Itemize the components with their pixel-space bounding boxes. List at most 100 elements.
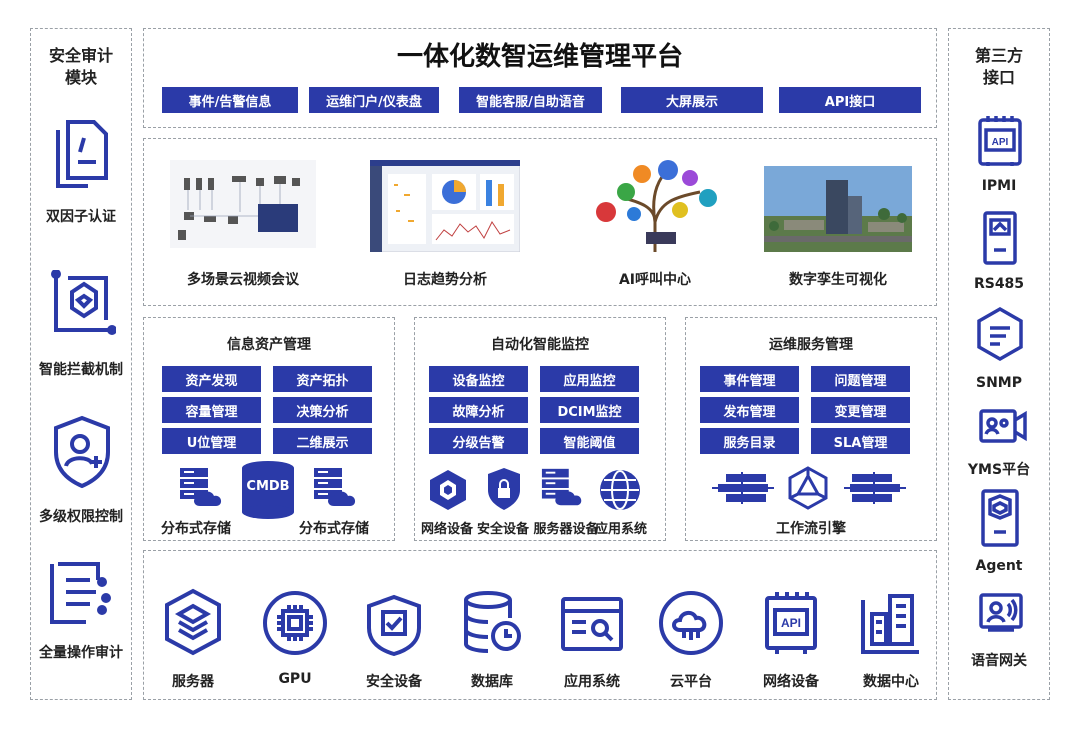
monitor-button-application[interactable]: 应用监控 — [540, 366, 639, 392]
third-party-title-line1: 第三方 — [974, 46, 1023, 65]
ops-service-title: 运维服务管理 — [769, 337, 853, 353]
gpu-chip-icon — [262, 590, 328, 656]
service-button-release[interactable]: 发布管理 — [700, 397, 799, 423]
service-button-event[interactable]: 事件管理 — [700, 366, 799, 392]
security-shield-icon — [366, 594, 422, 656]
agent-icon — [980, 488, 1020, 548]
service-button-catalog[interactable]: 服务目录 — [700, 428, 799, 454]
workflow-engine-label: 工作流引擎 — [776, 521, 846, 537]
cloud-platform-icon — [658, 590, 724, 656]
header-button-event-alarm[interactable]: 事件/告警信息 — [162, 87, 298, 113]
network-api-icon: API — [762, 590, 820, 656]
asset-button-u-position[interactable]: U位管理 — [162, 428, 261, 454]
left-item-intercept: 智能拦截机制 — [39, 362, 123, 378]
asset-storage-label-1: 分布式存储 — [161, 521, 231, 537]
infra-label-application: 应用系统 — [564, 674, 620, 690]
infra-label-gpu: GPU — [278, 671, 312, 687]
header-button-portal-dashboard[interactable]: 运维门户/仪表盘 — [309, 87, 439, 113]
auto-monitoring-panel — [414, 317, 666, 541]
application-system-globe-icon — [598, 468, 642, 512]
log-trend-analysis-image — [369, 159, 521, 253]
monitor-button-dcim[interactable]: DCIM监控 — [540, 397, 639, 423]
showcase-label-log-trend: 日志趋势分析 — [403, 272, 487, 288]
yms-platform-icon — [978, 408, 1028, 444]
workflow-hexagon-icon — [788, 466, 828, 510]
server-device-icon — [540, 466, 586, 510]
cmdb-label: CMDB — [246, 479, 290, 494]
security-device-icon — [486, 466, 522, 512]
header-button-smart-service[interactable]: 智能客服/自助语音 — [459, 87, 602, 113]
right-item-agent: Agent — [975, 558, 1023, 574]
left-item-permission: 多级权限控制 — [39, 509, 123, 525]
application-window-search-icon — [560, 596, 624, 652]
infra-label-cloud: 云平台 — [670, 674, 712, 690]
asset-button-capacity[interactable]: 容量管理 — [162, 397, 261, 423]
infra-label-data-center: 数据中心 — [863, 674, 919, 690]
infra-label-database: 数据库 — [471, 674, 513, 690]
right-item-snmp: SNMP — [976, 375, 1022, 391]
two-factor-auth-icon — [54, 118, 110, 190]
header-button-big-screen[interactable]: 大屏展示 — [621, 87, 763, 113]
infra-label-security: 安全设备 — [366, 674, 422, 690]
asset-management-title: 信息资产管理 — [227, 337, 311, 353]
asset-button-discovery[interactable]: 资产发现 — [162, 366, 261, 392]
monitor-device-application: 应用系统 — [594, 522, 647, 537]
security-audit-panel — [30, 28, 132, 700]
monitor-button-fault[interactable]: 故障分析 — [429, 397, 528, 423]
snmp-icon — [976, 306, 1024, 362]
right-item-yms: YMS平台 — [967, 462, 1031, 478]
monitor-button-alarm-level[interactable]: 分级告警 — [429, 428, 528, 454]
data-center-building-icon — [860, 590, 922, 656]
monitor-button-threshold[interactable]: 智能阈值 — [540, 428, 639, 454]
database-clock-icon — [462, 590, 522, 656]
security-audit-title-line1: 安全审计 — [48, 46, 113, 65]
network-device-icon — [428, 468, 468, 512]
asset-storage-label-2: 分布式存储 — [299, 521, 369, 537]
ops-service-panel — [685, 317, 937, 541]
svg-text:API: API — [992, 137, 1009, 148]
left-item-two-factor: 双因子认证 — [46, 209, 116, 225]
right-item-ipmi: IPMI — [981, 178, 1017, 194]
monitor-device-security: 安全设备 — [476, 522, 529, 537]
infrastructure-panel — [143, 550, 937, 700]
service-button-sla[interactable]: SLA管理 — [811, 428, 910, 454]
intercept-mechanism-icon — [48, 270, 116, 338]
header-button-api[interactable]: API接口 — [779, 87, 921, 113]
digital-twin-image — [764, 166, 912, 252]
platform-header-panel — [143, 28, 937, 128]
right-item-rs485: RS485 — [973, 276, 1025, 292]
server-layers-icon — [164, 588, 222, 656]
infra-label-server: 服务器 — [172, 674, 214, 690]
distributed-storage-icon — [312, 466, 360, 510]
voice-gateway-icon — [978, 592, 1024, 634]
full-operation-audit-icon — [46, 560, 114, 628]
cmdb-database-icon — [240, 460, 296, 520]
asset-button-decision[interactable]: 决策分析 — [273, 397, 372, 423]
security-audit-title-line2: 模块 — [64, 68, 97, 87]
monitor-button-device[interactable]: 设备监控 — [429, 366, 528, 392]
platform-title: 一体化数智运维管理平台 — [396, 42, 683, 72]
third-party-interface-panel — [948, 28, 1050, 700]
showcase-label-ai-call-center: AI呼叫中心 — [618, 272, 692, 288]
ipmi-icon: API — [976, 114, 1024, 168]
auto-monitoring-title: 自动化智能监控 — [491, 337, 589, 353]
workflow-pipeline-icon — [712, 472, 774, 504]
showcase-label-digital-twin: 数字孪生可视化 — [789, 272, 887, 288]
asset-management-panel — [143, 317, 395, 541]
service-button-problem[interactable]: 问题管理 — [811, 366, 910, 392]
multi-level-permission-icon — [50, 414, 114, 490]
monitor-device-network: 网络设备 — [420, 522, 473, 537]
left-item-audit: 全量操作审计 — [39, 645, 123, 661]
rs485-icon — [982, 210, 1018, 266]
third-party-title-line2: 接口 — [982, 68, 1015, 87]
video-conference-image — [170, 160, 316, 248]
showcase-label-video-conference: 多场景云视频会议 — [187, 272, 299, 288]
workflow-pipeline-icon — [844, 472, 906, 504]
monitor-device-server: 服务器设备 — [533, 522, 599, 537]
asset-button-topology[interactable]: 资产拓扑 — [273, 366, 372, 392]
asset-button-2d-view[interactable]: 二维展示 — [273, 428, 372, 454]
service-button-change[interactable]: 变更管理 — [811, 397, 910, 423]
showcase-panel — [143, 138, 937, 306]
svg-text:API: API — [781, 616, 801, 630]
right-item-voice-gateway: 语音网关 — [971, 653, 1027, 669]
